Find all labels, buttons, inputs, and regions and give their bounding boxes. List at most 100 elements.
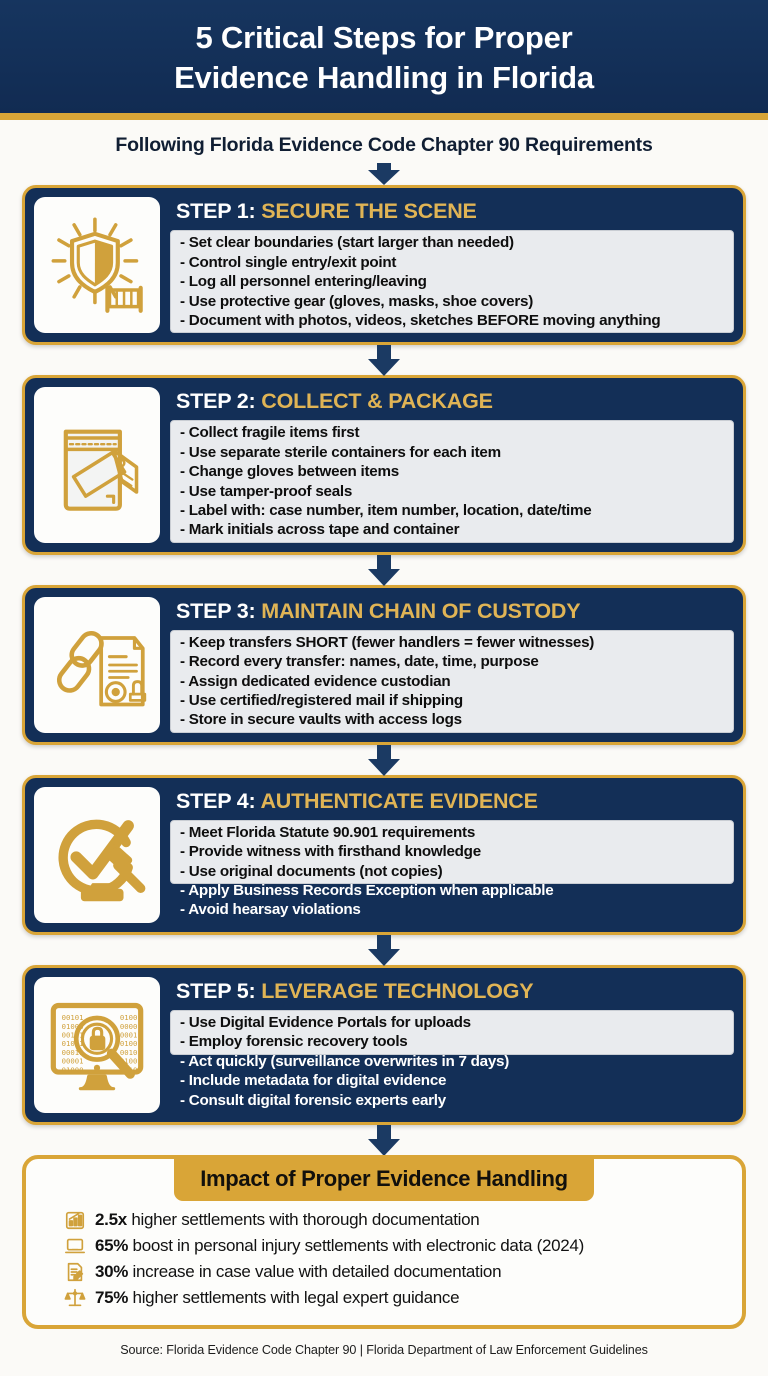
header-banner: 5 Critical Steps for Proper Evidence Han… [0, 0, 768, 121]
step-bullet: - Control single entry/exit point [180, 253, 397, 271]
svg-text:01000: 01000 [62, 1022, 84, 1031]
step-card-wrapper-4: STEP 4: AUTHENTICATE EVIDENCE - Meet Flor… [0, 774, 768, 935]
impact-text: 75% higher settlements with legal expert… [95, 1287, 460, 1307]
step-bullet: - Avoid hearsay violations [180, 901, 361, 919]
step-bullets: - Keep transfers SHORT (fewer handlers =… [170, 629, 734, 733]
step-card-4: STEP 4: AUTHENTICATE EVIDENCE - Meet Flor… [22, 774, 746, 935]
step-card-1: STEP 1: SECURE THE SCENE - Set clear boun… [22, 185, 746, 346]
impact-text: 65% boost in personal injury settlements… [95, 1235, 584, 1255]
step-bullet: - Use original documents (not copies) [180, 862, 443, 880]
flow-arrow-to-step-2 [0, 345, 768, 377]
step-label: STEP 2: [176, 389, 256, 414]
step-name: MAINTAIN CHAIN OF CUSTODY [261, 598, 581, 623]
flow-arrow-to-step-4 [0, 744, 768, 776]
svg-text:00001: 00001 [62, 1057, 84, 1066]
step-bullet: - Use protective gear (gloves, masks, sh… [180, 292, 534, 310]
page-title: 5 Critical Steps for Proper Evidence Han… [40, 18, 728, 97]
step-title: STEP 3: MAINTAIN CHAIN OF CUSTODY [170, 597, 734, 630]
impact-text: 30% increase in case value with detailed… [95, 1261, 502, 1281]
step-bullets: - Use Digital Evidence Portals for uploa… [170, 1009, 734, 1113]
step-bullet: - Consult digital forensic experts early [180, 1091, 446, 1109]
bullet-panel [170, 629, 734, 733]
step-bullet: - Meet Florida Statute 90.901 requiremen… [180, 823, 476, 841]
impact-stat: 65% [95, 1235, 129, 1255]
svg-text:0100: 0100 [120, 1057, 138, 1066]
step-card-2: STEP 2: COLLECT & PACKAGE- Collect fragi… [22, 375, 746, 555]
step-title: STEP 1: SECURE THE SCENE [170, 197, 734, 230]
flow-arrow-to-step-5 [0, 934, 768, 966]
svg-text:0100: 0100 [120, 1013, 138, 1022]
step-bullet: - Label with: case number, item number, … [180, 502, 592, 519]
impact-stat: 75% [95, 1287, 129, 1307]
scales-icon [64, 1287, 86, 1309]
step-name: SECURE THE SCENE [261, 199, 477, 224]
flow-arrow-to-step-1 [0, 163, 768, 186]
bullet-list: - Use Digital Evidence Portals for uploa… [170, 1010, 734, 1113]
step-card-wrapper-3: STEP 3: MAINTAIN CHAIN OF CUSTODY- Keep … [0, 584, 768, 745]
step-name: COLLECT & PACKAGE [261, 389, 493, 414]
svg-text:0000: 0000 [120, 1022, 138, 1031]
step-bullets: - Meet Florida Statute 90.901 requiremen… [170, 819, 734, 923]
flow-arrow-to-step-3 [0, 554, 768, 586]
page-title-line1: 5 Critical Steps for Proper [195, 20, 573, 55]
impact-text: 2.5x higher settlements with thorough do… [95, 1209, 480, 1229]
step-bullet: - Provide witness with firsthand knowled… [180, 843, 481, 861]
step-title: STEP 2: COLLECT & PACKAGE [170, 387, 734, 420]
bullet-panel [170, 1009, 734, 1055]
impact-list: 2.5x higher settlements with thorough do… [26, 1205, 742, 1311]
bullet-list: - Set clear boundaries (start larger tha… [170, 230, 734, 333]
svg-text:0010: 0010 [120, 1048, 138, 1057]
bullet-list: - Collect fragile items first- Use separ… [170, 420, 734, 542]
step-bullets: - Collect fragile items first- Use separ… [170, 420, 734, 543]
step-name: AUTHENTICATE EVIDENCE [260, 788, 538, 813]
step-bullet: - Apply Business Records Exception when … [180, 882, 554, 900]
impact-item: 75% higher settlements with legal expert… [64, 1285, 742, 1311]
checkmark-gavel-icon [34, 786, 160, 923]
step-bullet: - Act quickly (surveillance overwrites i… [180, 1052, 510, 1070]
step-label: STEP 3: [176, 598, 256, 623]
step-bullet: - Use tamper-proof seals [180, 482, 353, 500]
step-body: STEP 2: COLLECT & PACKAGE- Collect fragi… [170, 387, 734, 543]
step-bullet: - Collect fragile items first [180, 424, 360, 442]
svg-text:00101: 00101 [62, 1030, 84, 1039]
step-bullet: - Mark initials across tape and containe… [180, 521, 460, 539]
memo-pencil-icon [64, 1261, 86, 1283]
svg-text:00101: 00101 [62, 1013, 84, 1022]
impact-card: Impact of Proper Evidence Handling 2.5x … [22, 1154, 746, 1329]
step-bullet: - Record every transfer: names, date, ti… [180, 653, 539, 671]
step-label: STEP 1: [176, 199, 256, 224]
bar-chart-icon [64, 1209, 86, 1231]
bullet-list: - Keep transfers SHORT (fewer handlers =… [170, 630, 734, 733]
evidence-bag-tag-icon [34, 387, 160, 543]
bullet-panel [170, 230, 734, 334]
step-title: STEP 4: AUTHENTICATE EVIDENCE [170, 787, 734, 820]
step-name: LEVERAGE TECHNOLOGY [261, 978, 534, 1003]
flow-arrow-to-impact [0, 1124, 768, 1156]
step-bullet: - Set clear boundaries (start larger tha… [180, 234, 514, 252]
svg-text:01001: 01001 [62, 1039, 84, 1048]
laptop-icon [64, 1235, 86, 1257]
step-body: STEP 5: LEVERAGE TECHNOLOGY- Use Digital… [170, 977, 734, 1113]
step-body: STEP 3: MAINTAIN CHAIN OF CUSTODY- Keep … [170, 597, 734, 733]
page-subtitle: Following Florida Evidence Code Chapter … [115, 134, 653, 157]
step-bullet: - Change gloves between items [180, 463, 399, 481]
impact-stat: 30% [95, 1261, 129, 1281]
step-bullets: - Set clear boundaries (start larger tha… [170, 230, 734, 334]
svg-text:0100: 0100 [120, 1039, 138, 1048]
step-bullet: - Include metadata for digital evidence [180, 1072, 447, 1090]
step-bullet: - Log all personnel entering/leaving [180, 273, 427, 291]
impact-item: 2.5x higher settlements with thorough do… [64, 1207, 742, 1233]
svg-text:0001: 0001 [120, 1030, 138, 1039]
source-footer: Source: Florida Evidence Code Chapter 90… [120, 1342, 648, 1357]
chain-document-stamp-icon [34, 596, 160, 733]
impact-item: 65% boost in personal injury settlements… [64, 1233, 742, 1259]
step-bullet: - Store in secure vaults with access log… [180, 711, 462, 729]
step-bullet: - Employ forensic recovery tools [180, 1033, 408, 1051]
shield-rays-barrier-icon [34, 197, 160, 334]
step-card-3: STEP 3: MAINTAIN CHAIN OF CUSTODY- Keep … [22, 584, 746, 745]
step-body: STEP 1: SECURE THE SCENE - Set clear boun… [170, 197, 734, 334]
step-bullet: - Document with photos, videos, sketches… [180, 311, 661, 329]
bullet-list: - Meet Florida Statute 90.901 requiremen… [170, 820, 734, 923]
